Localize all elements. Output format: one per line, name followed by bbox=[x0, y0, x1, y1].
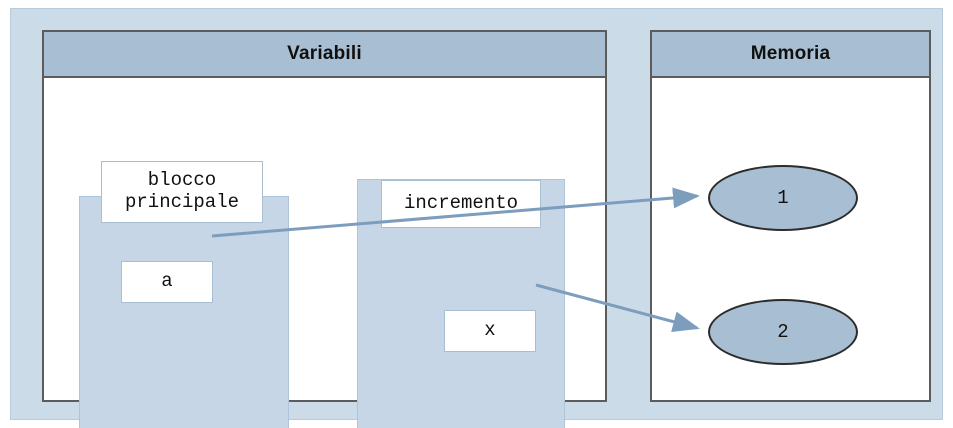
memory-cell-2: 2 bbox=[708, 299, 858, 365]
variables-panel-title: Variabili bbox=[44, 32, 605, 78]
scope-label-incremento: incremento bbox=[381, 180, 541, 228]
scope-main-block bbox=[79, 196, 289, 428]
variables-panel: Variabili blocco principale incremento a… bbox=[42, 30, 607, 428]
memory-panel-title: Memoria bbox=[652, 32, 929, 78]
scope-label-blocco-principale: blocco principale bbox=[101, 161, 263, 223]
memory-cell-1: 1 bbox=[708, 165, 858, 231]
variables-panel-body: blocco principale incremento a x bbox=[44, 78, 605, 428]
memory-panel: Memoria 1 2 bbox=[650, 30, 931, 402]
variable-box-a: a bbox=[121, 261, 213, 303]
memory-panel-body: 1 2 bbox=[652, 78, 929, 400]
variable-box-x: x bbox=[444, 310, 536, 352]
